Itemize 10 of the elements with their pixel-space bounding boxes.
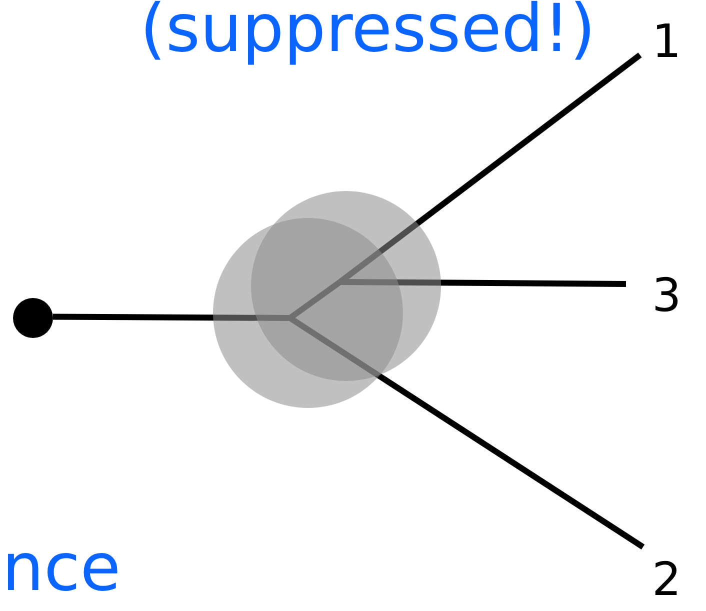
particle-label: 1 xyxy=(652,18,682,64)
line xyxy=(340,279,626,287)
line xyxy=(52,314,290,321)
dot xyxy=(13,298,53,338)
line xyxy=(288,315,645,550)
note-text: nce xyxy=(2,535,121,601)
overlapping-circles-drawing xyxy=(213,191,441,408)
line xyxy=(338,52,642,284)
particle-label: 2 xyxy=(652,556,682,602)
particle-label: 3 xyxy=(652,272,682,318)
